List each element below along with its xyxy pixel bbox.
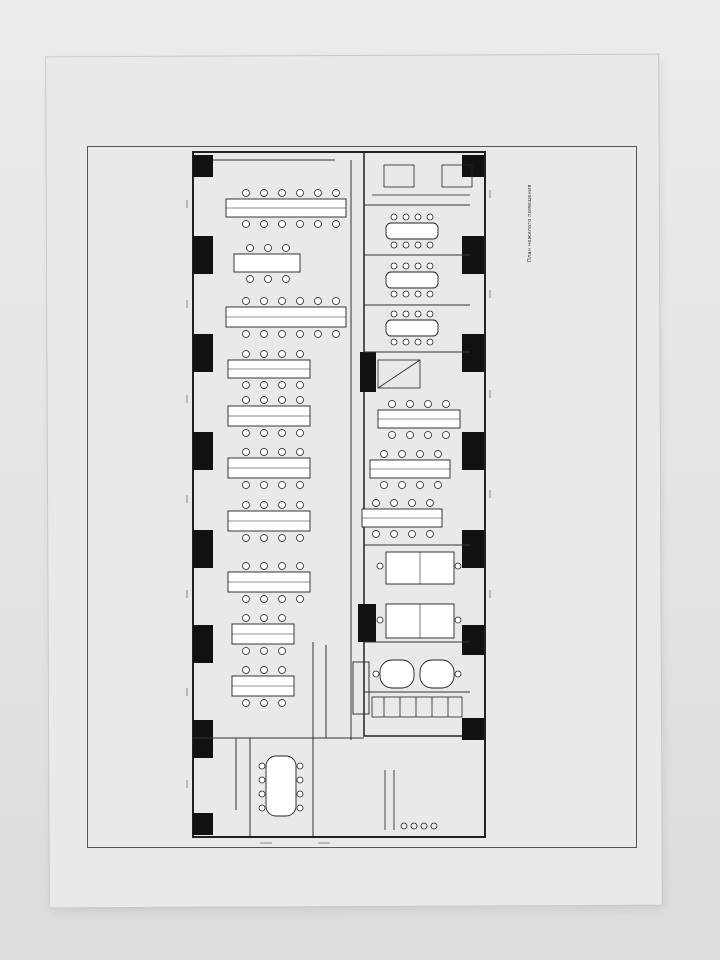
columns — [193, 155, 484, 835]
meeting-table — [385, 271, 439, 289]
meeting-table — [385, 222, 439, 240]
column — [193, 720, 213, 758]
round-table — [379, 659, 415, 689]
column — [193, 432, 213, 470]
dimension-ticks — [186, 190, 491, 844]
column — [193, 813, 213, 835]
column — [462, 625, 484, 655]
column — [462, 530, 484, 568]
plan-title-note: План нежилого помещения — [527, 184, 533, 262]
column — [462, 155, 484, 177]
column — [193, 625, 213, 663]
column — [193, 334, 213, 372]
drawing-frame — [87, 146, 637, 848]
column — [462, 236, 484, 274]
round-table — [419, 659, 455, 689]
pantry-strip — [371, 696, 463, 718]
meeting-table — [265, 755, 297, 817]
desk-cluster — [233, 253, 301, 273]
column — [358, 604, 376, 642]
column — [193, 236, 213, 274]
column — [360, 352, 376, 392]
reception-area — [372, 164, 473, 389]
outer-walls — [192, 151, 486, 838]
chairs — [242, 189, 462, 812]
column — [462, 432, 484, 470]
column — [193, 530, 213, 568]
meeting-table — [385, 319, 439, 337]
column — [462, 718, 484, 740]
legend-marks — [384, 770, 438, 830]
interior-walls — [193, 159, 470, 836]
column — [193, 155, 213, 177]
right-wing-outline — [363, 151, 486, 737]
column — [462, 334, 484, 372]
desk-dividers — [226, 207, 460, 687]
